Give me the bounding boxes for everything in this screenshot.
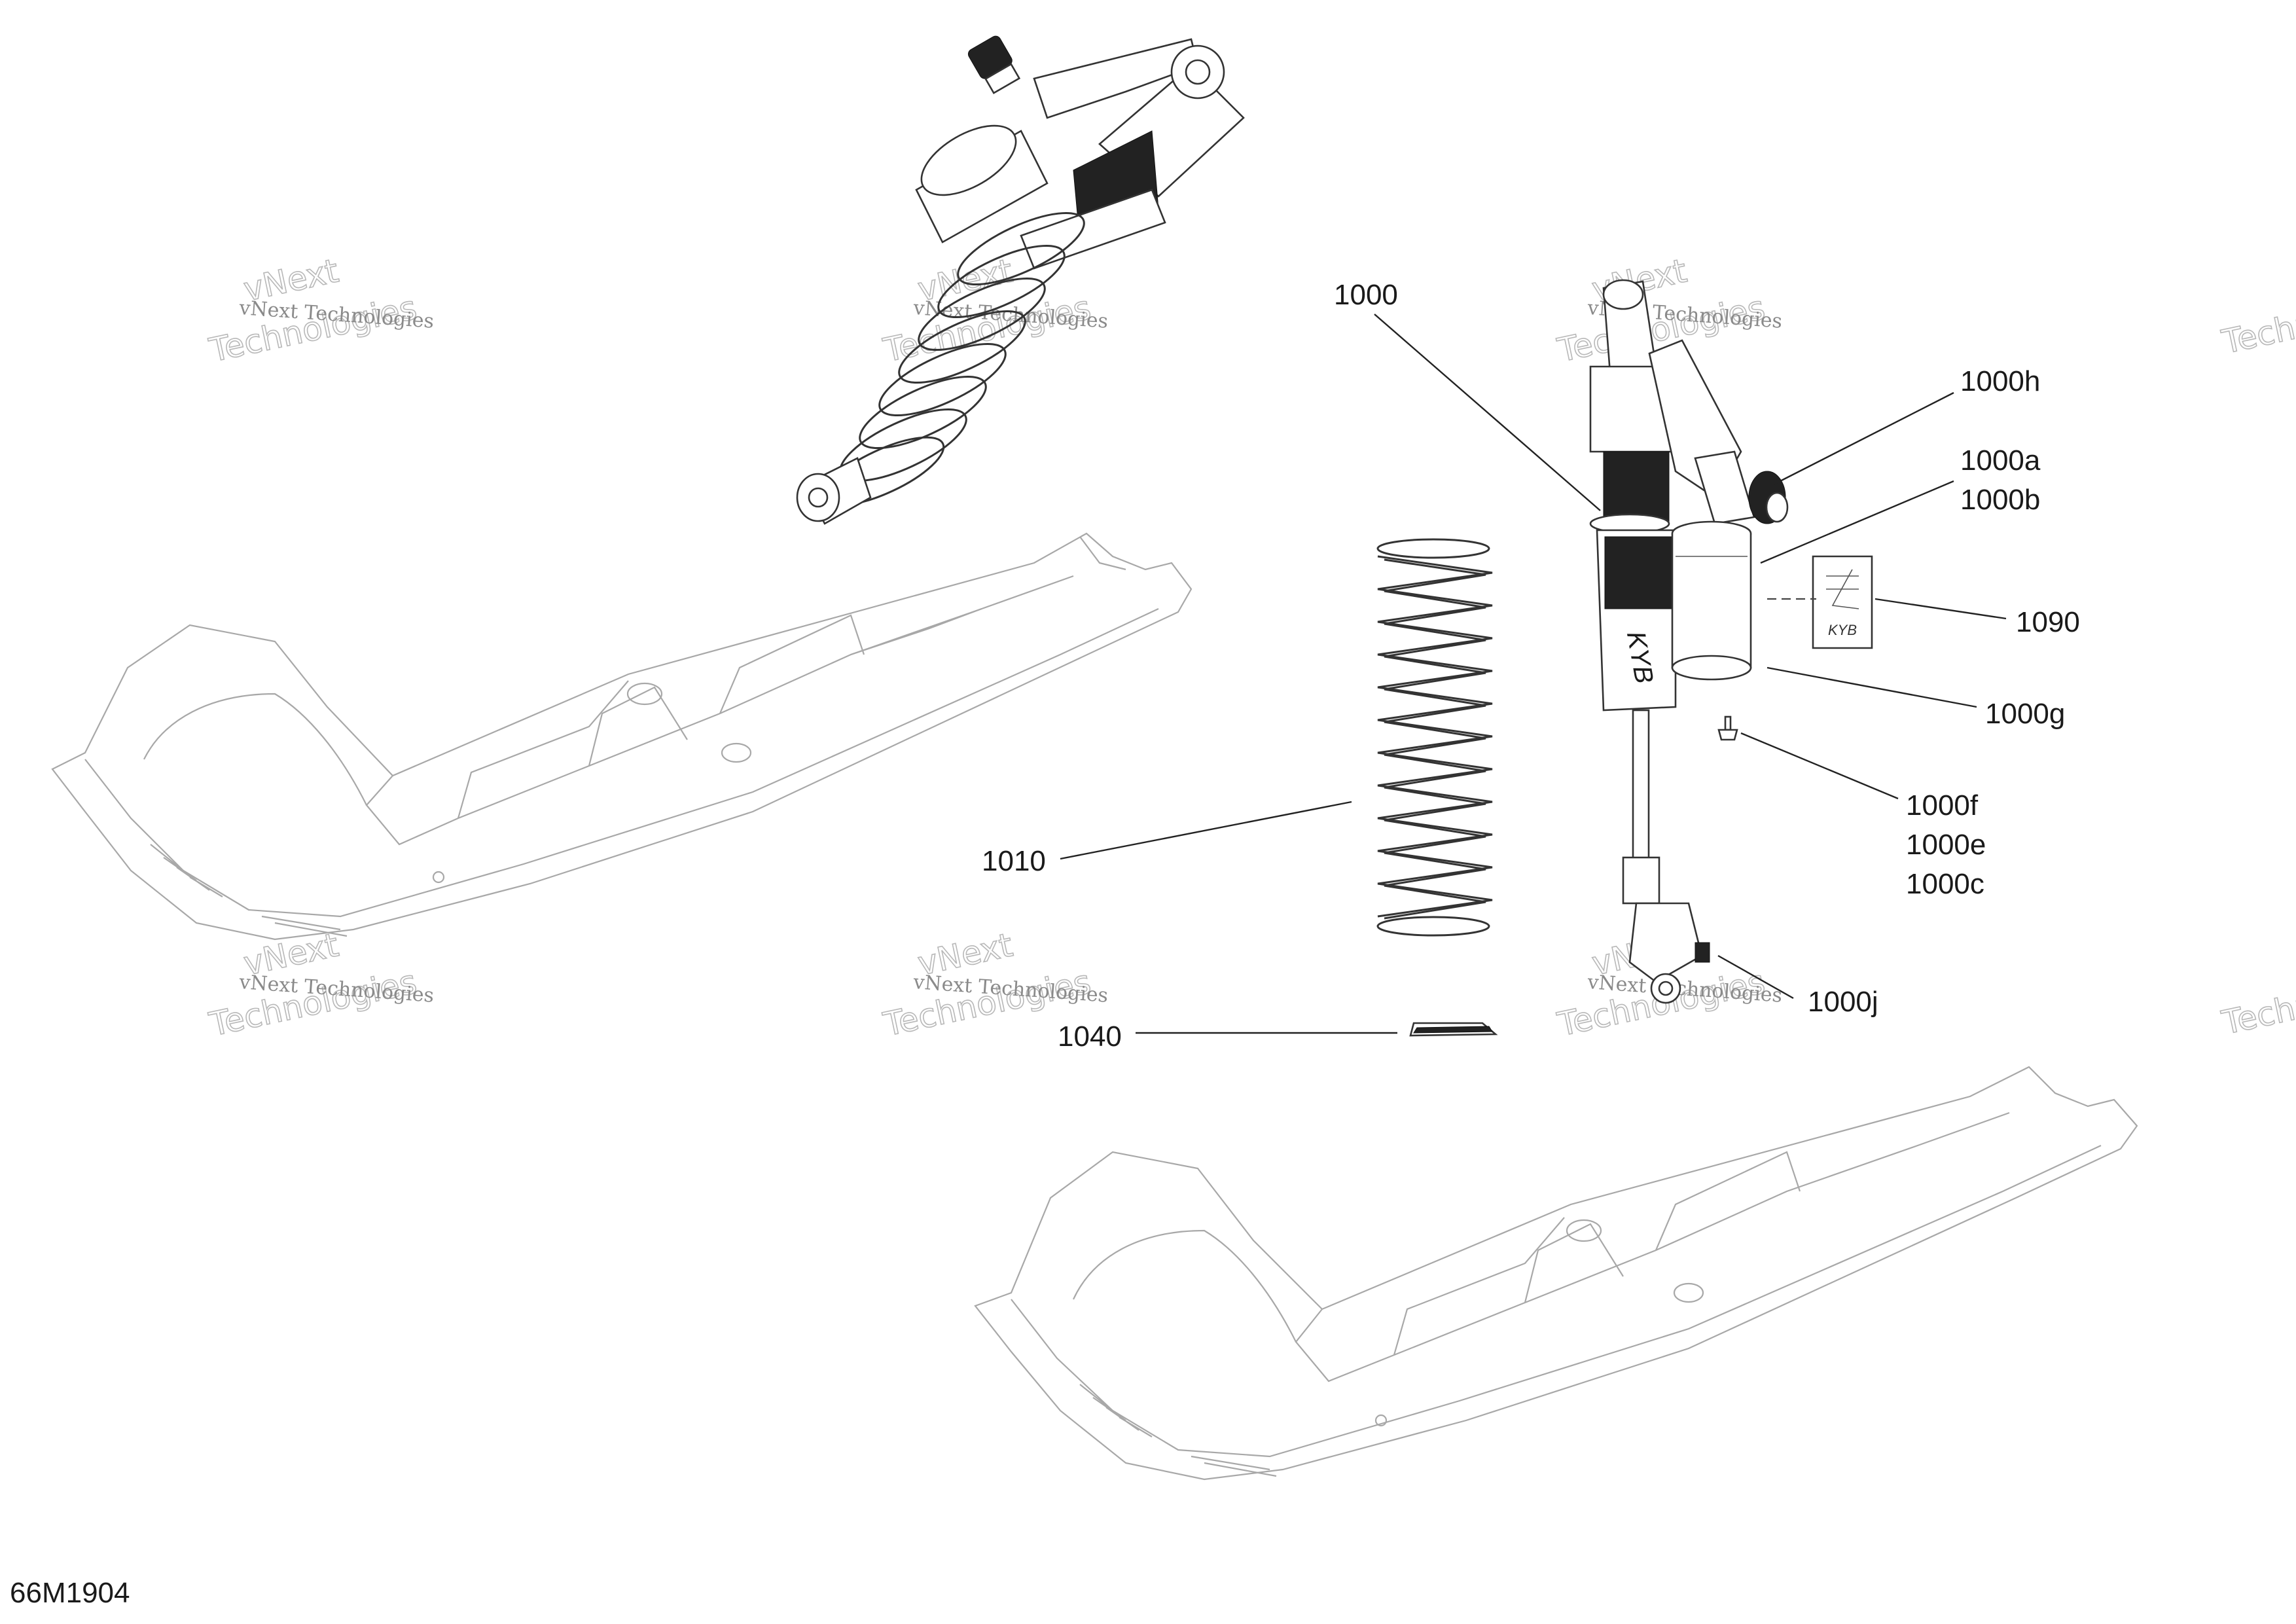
callout-1000a: 1000a: [1960, 444, 2041, 477]
watermark-7: Technologies: [2218, 280, 2296, 361]
drawing-code: 66M1904: [10, 1577, 130, 1609]
callout-1090: 1090: [2016, 606, 2080, 638]
watermark-8: Technologies: [2218, 960, 2296, 1042]
ski-lower-right: [974, 1066, 2138, 1481]
ski-upper-left: [51, 532, 1193, 941]
shock-assembled: [796, 35, 1245, 525]
callout-1000b: 1000b: [1960, 484, 2040, 516]
callout-1000f: 1000f: [1906, 789, 1979, 821]
svg-text:Technologies: Technologies: [2218, 280, 2296, 361]
callout-1000: 1000: [1334, 279, 1398, 311]
callout-1000c: 1000c: [1906, 868, 1984, 900]
decal-1090: KYB: [1812, 555, 1873, 649]
screw-1000f: [1717, 715, 1738, 741]
reservoir-1000a: [1671, 520, 1752, 681]
svg-text:Technologies: Technologies: [2218, 961, 2296, 1042]
decal-text: KYB: [1828, 622, 1857, 638]
assembled-spring-coils: [822, 211, 1085, 507]
spring-seat-1040: [1409, 1022, 1498, 1037]
lower-eye-1000j: [1628, 902, 1710, 1004]
adjuster-knob-1000h: [1694, 450, 1789, 525]
callout-1000e: 1000e: [1906, 829, 1986, 861]
shock-exploded-1000: KYB: [1589, 279, 1789, 1004]
callout-1000g: 1000g: [1985, 698, 2065, 730]
leader-lines: [1060, 314, 2007, 1034]
callout-1000j: 1000j: [1808, 986, 1878, 1018]
spring-1010: [1376, 538, 1493, 937]
callout-1010: 1010: [982, 845, 1046, 877]
callout-1040: 1040: [1058, 1020, 1122, 1053]
callout-1000h: 1000h: [1960, 365, 2040, 397]
